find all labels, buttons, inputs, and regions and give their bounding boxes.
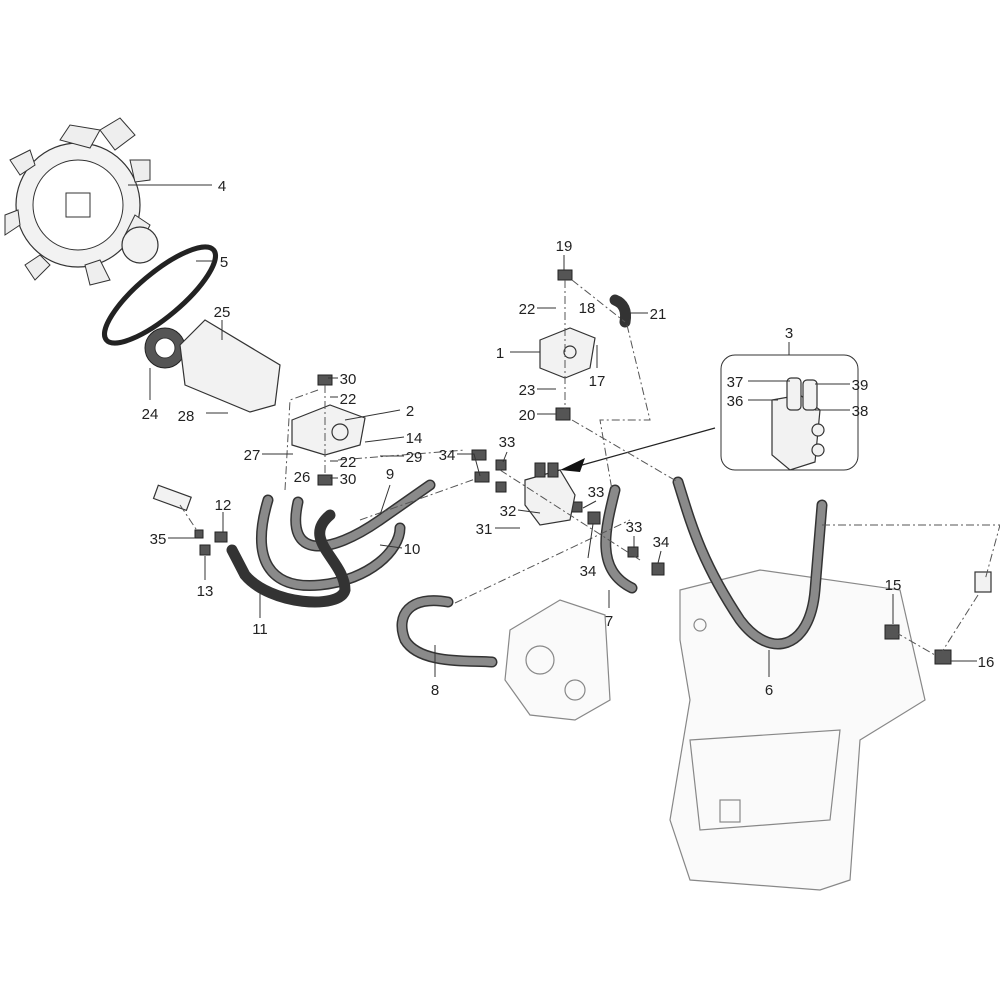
fittings (152, 269, 992, 665)
leader-lines (128, 184, 977, 677)
callout-35: 35 (150, 531, 167, 548)
callout-23: 23 (519, 382, 536, 399)
assembly-lines (179, 279, 1000, 656)
callout-17: 17 (589, 373, 606, 390)
fan (4, 117, 159, 286)
belt (102, 244, 218, 346)
callout-37: 37 (727, 374, 744, 391)
callout-7: 7 (605, 613, 613, 630)
callout-14: 14 (406, 430, 423, 447)
callout-22: 22 (519, 301, 536, 318)
detail-arrow (574, 427, 716, 468)
callout-8: 8 (431, 682, 439, 699)
callout-22: 22 (340, 391, 357, 408)
callout-33: 33 (588, 484, 605, 501)
callout-9: 9 (386, 466, 394, 483)
callout-25: 25 (214, 304, 231, 321)
callout-31: 31 (476, 521, 493, 538)
pulley (144, 327, 186, 369)
pump-1 (539, 327, 596, 379)
callout-24: 24 (142, 406, 159, 423)
callout-6: 6 (765, 682, 773, 699)
callout-33: 33 (499, 434, 516, 451)
callout-29: 29 (406, 449, 423, 466)
valve-block (524, 462, 576, 526)
callout-2: 2 (406, 403, 414, 420)
callout-18: 18 (579, 300, 596, 317)
callout-3: 3 (785, 325, 793, 342)
callout-39: 39 (852, 377, 869, 394)
callout-34: 34 (653, 534, 670, 551)
callout-36: 36 (727, 393, 744, 410)
callout-4: 4 (218, 178, 226, 195)
callout-20: 20 (519, 407, 536, 424)
callout-26: 26 (294, 469, 311, 486)
callout-34: 34 (439, 447, 456, 464)
callout-22: 22 (340, 454, 357, 471)
callout-27: 27 (244, 447, 261, 464)
callout-32: 32 (500, 503, 517, 520)
callout-19: 19 (556, 238, 573, 255)
callout-33: 33 (626, 519, 643, 536)
callout-38: 38 (852, 403, 869, 420)
callout-28: 28 (178, 408, 195, 425)
valve-detail-inset (720, 354, 859, 471)
callout-21: 21 (650, 306, 667, 323)
hydraulic-tank (669, 569, 926, 891)
main-pump (504, 599, 611, 721)
callout-11: 11 (252, 621, 268, 638)
callout-10: 10 (404, 541, 421, 558)
callout-16: 16 (978, 654, 995, 671)
callout-12: 12 (215, 497, 232, 514)
callout-34: 34 (580, 563, 597, 580)
callout-30: 30 (340, 371, 357, 388)
callout-15: 15 (885, 577, 902, 594)
pump-bracket (179, 319, 281, 413)
callout-1: 1 (496, 345, 504, 362)
callout-13: 13 (197, 583, 214, 600)
pump-2 (291, 404, 366, 456)
callout-5: 5 (220, 254, 228, 271)
hoses (226, 476, 828, 668)
callout-30: 30 (340, 471, 357, 488)
